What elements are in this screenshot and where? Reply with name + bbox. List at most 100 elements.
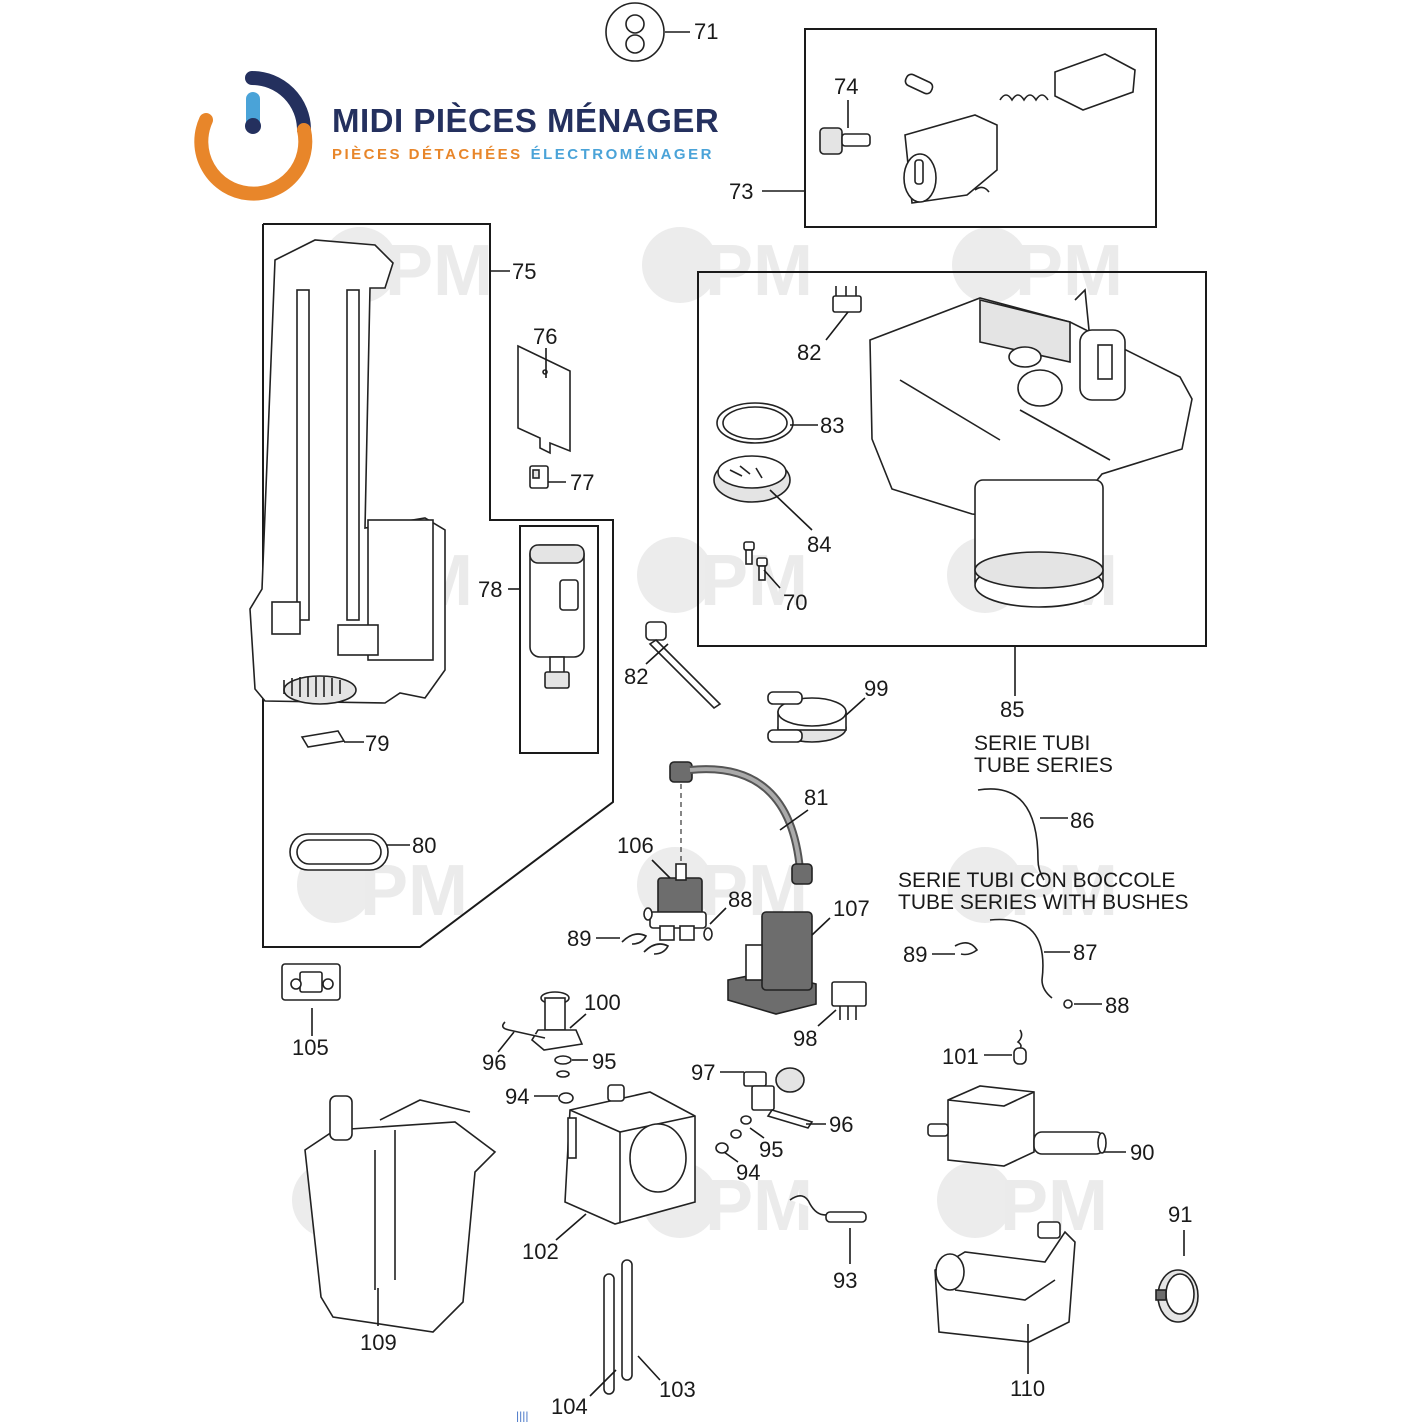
part-82b-drawing	[645, 621, 722, 710]
part-95b-drawing	[730, 1115, 752, 1139]
part-label-99: 99	[864, 676, 888, 701]
brand-subtitle-b: ÉLECTROMÉNAGER	[531, 146, 714, 163]
part-81-drawing	[669, 761, 813, 885]
part-89b-drawing	[954, 942, 979, 956]
part-106-drawing	[649, 863, 707, 941]
part-label-93: 93	[833, 1268, 857, 1293]
part-label-84: 84	[807, 532, 831, 557]
watermark-2: PM	[642, 227, 813, 311]
part-85-drawing	[869, 288, 1193, 608]
part-label-100: 100	[584, 990, 621, 1015]
part-label-88-left: 88	[728, 887, 752, 912]
part-110-drawing	[934, 1221, 1076, 1343]
part-101-drawing	[1013, 1029, 1027, 1065]
logo-arc-navy	[245, 71, 311, 137]
part-label-96-left: 96	[482, 1050, 506, 1075]
part-label-88-right: 88	[1105, 993, 1129, 1018]
part-90-drawing	[927, 1085, 1107, 1167]
part-98-drawing	[831, 981, 867, 1020]
part-104-drawing	[603, 1273, 615, 1395]
part-label-83: 83	[820, 413, 844, 438]
part-95a-drawing	[554, 1055, 572, 1078]
part-105-drawing	[281, 963, 341, 1001]
part-label-77: 77	[570, 470, 594, 495]
part-88a-drawing	[703, 927, 713, 941]
brand-subtitle-a: PIÈCES DÉTACHÉES	[332, 146, 523, 163]
footer-mark: ||||	[516, 1409, 528, 1422]
watermark-12: PM	[937, 1162, 1108, 1246]
part-label-94-left: 94	[505, 1084, 529, 1109]
part-75-drawing	[249, 239, 446, 705]
part-94b-drawing	[715, 1142, 729, 1154]
watermark-5: PM	[637, 537, 808, 621]
part-73-drawing	[903, 53, 1136, 204]
part-87-drawing	[989, 918, 1053, 999]
caption-bushes-en: TUBE SERIES WITH BUSHES	[898, 891, 1189, 914]
part-label-82-pin: 82	[624, 664, 648, 689]
part-label-78: 78	[478, 577, 502, 602]
logo-arc-orange	[194, 113, 313, 201]
group-box-75	[262, 223, 614, 948]
part-89a-drawing	[621, 907, 670, 955]
part-71-drawing	[605, 2, 665, 62]
part-96a-drawing	[501, 1021, 546, 1039]
caption-tube-series-it: SERIE TUBI	[974, 732, 1090, 755]
brand-logo: MIDI PIÈCES MÉNAGER PIÈCES DÉTACHÉES ÉLEC…	[194, 71, 719, 201]
part-102-drawing	[564, 1084, 696, 1225]
part-107-drawing	[727, 911, 817, 1015]
part-label-82-top: 82	[797, 340, 821, 365]
part-100-drawing	[530, 991, 584, 1051]
group-box-85	[697, 271, 1207, 647]
part-83-drawing	[716, 402, 794, 444]
part-label-95-left: 95	[592, 1049, 616, 1074]
part-86-drawing	[977, 788, 1045, 881]
part-103-drawing	[621, 1259, 633, 1381]
part-94a-drawing	[558, 1092, 574, 1104]
part-label-89-right: 89	[903, 942, 927, 967]
watermark-text: PM	[705, 1166, 813, 1246]
part-label-87: 87	[1073, 940, 1097, 965]
part-label-89-left: 89	[567, 926, 591, 951]
part-label-97: 97	[691, 1060, 715, 1085]
part-74-drawing	[819, 127, 871, 155]
part-label-71: 71	[694, 19, 718, 44]
logo-dot	[245, 118, 261, 134]
leader-lines	[311, 31, 1185, 1397]
part-82a-drawing	[832, 286, 862, 313]
watermark-text: PM	[385, 231, 493, 311]
group-box-73	[804, 28, 1157, 228]
group-box-78	[519, 525, 599, 754]
part-label-75: 75	[512, 259, 536, 284]
part-label-107: 107	[833, 896, 870, 921]
brand-title: MIDI PIÈCES MÉNAGER	[332, 102, 719, 139]
part-label-103: 103	[659, 1377, 696, 1402]
part-76-drawing	[517, 344, 571, 455]
part-label-86: 86	[1070, 808, 1094, 833]
part-label-105: 105	[292, 1035, 329, 1060]
part-label-102: 102	[522, 1239, 559, 1264]
part-label-110: 110	[1010, 1376, 1045, 1401]
part-label-94-right: 94	[736, 1160, 760, 1185]
part-97-drawing	[743, 1067, 814, 1129]
part-79-drawing	[300, 730, 346, 748]
part-label-101: 101	[942, 1044, 979, 1069]
part-91-drawing	[1155, 1269, 1199, 1323]
part-label-104: 104	[551, 1394, 588, 1419]
part-labels: 71 74 73 75 76 77 78 79 80 82 83 84 70 8…	[292, 19, 1192, 1419]
part-label-73: 73	[729, 179, 753, 204]
part-88b-drawing	[1063, 999, 1073, 1009]
part-78-drawing	[529, 544, 585, 689]
part-label-79: 79	[365, 731, 389, 756]
part-label-109: 109	[360, 1330, 397, 1355]
part-label-91: 91	[1168, 1202, 1192, 1227]
watermark-9: PM	[947, 847, 1118, 931]
part-label-80: 80	[412, 833, 436, 858]
part-93-drawing	[789, 1195, 867, 1223]
part-label-98: 98	[793, 1026, 817, 1051]
caption-tube-series-en: TUBE SERIES	[974, 754, 1113, 777]
part-109-drawing	[304, 1095, 497, 1333]
part-99-drawing	[767, 691, 847, 743]
part-label-74: 74	[834, 74, 858, 99]
part-label-85: 85	[1000, 697, 1024, 722]
